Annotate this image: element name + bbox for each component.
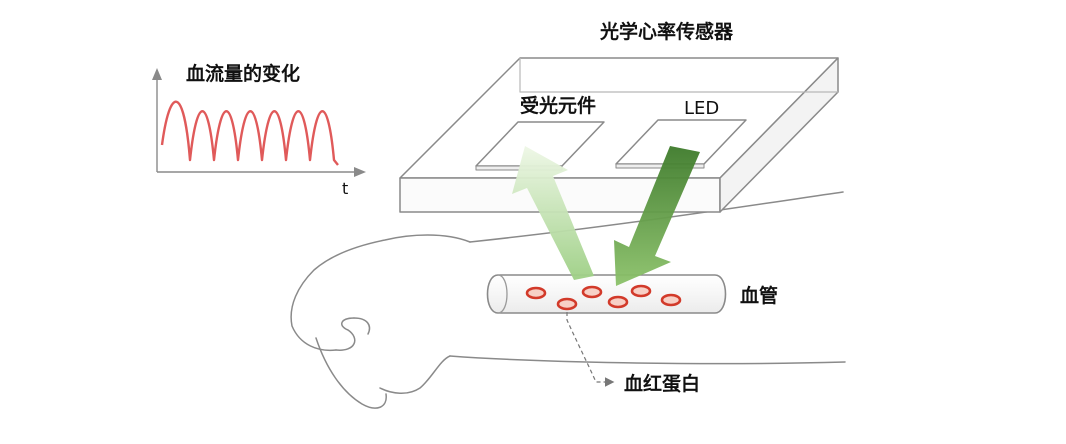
hemoglobin-cells (525, 284, 682, 311)
up-arrow-icon (152, 68, 162, 80)
led-label: LED (684, 98, 719, 119)
red-blood-cell (607, 295, 629, 309)
graph-title: 血流量的变化 (186, 62, 300, 85)
reflected-light-arrow (512, 146, 594, 280)
right-arrow-icon (354, 167, 366, 177)
receiver-label: 受光元件 (520, 94, 596, 117)
arm-outline (290, 191, 846, 409)
vessel-tube (486, 274, 727, 314)
red-blood-cell (525, 286, 547, 300)
blood-flow-waveform (160, 100, 339, 166)
blood-flow-graph: 血流量的变化 t (152, 62, 366, 198)
sensor-label: 光学心率传感器 (599, 20, 734, 43)
red-blood-cell (556, 297, 578, 311)
board-hidden-edge (519, 58, 838, 93)
blood-vessel (486, 274, 727, 314)
red-blood-cell (660, 293, 682, 307)
hemoglobin-label: 血红蛋白 (624, 372, 700, 395)
vessel-end-cap (497, 274, 508, 314)
red-blood-cell (581, 285, 603, 299)
emitted-light-arrow (614, 146, 700, 286)
hemoglobin-pointer-line (566, 312, 615, 387)
sensor-board (399, 57, 839, 213)
time-axis-label: t (342, 179, 348, 198)
vessel-label: 血管 (740, 284, 778, 307)
red-blood-cell (630, 284, 652, 298)
